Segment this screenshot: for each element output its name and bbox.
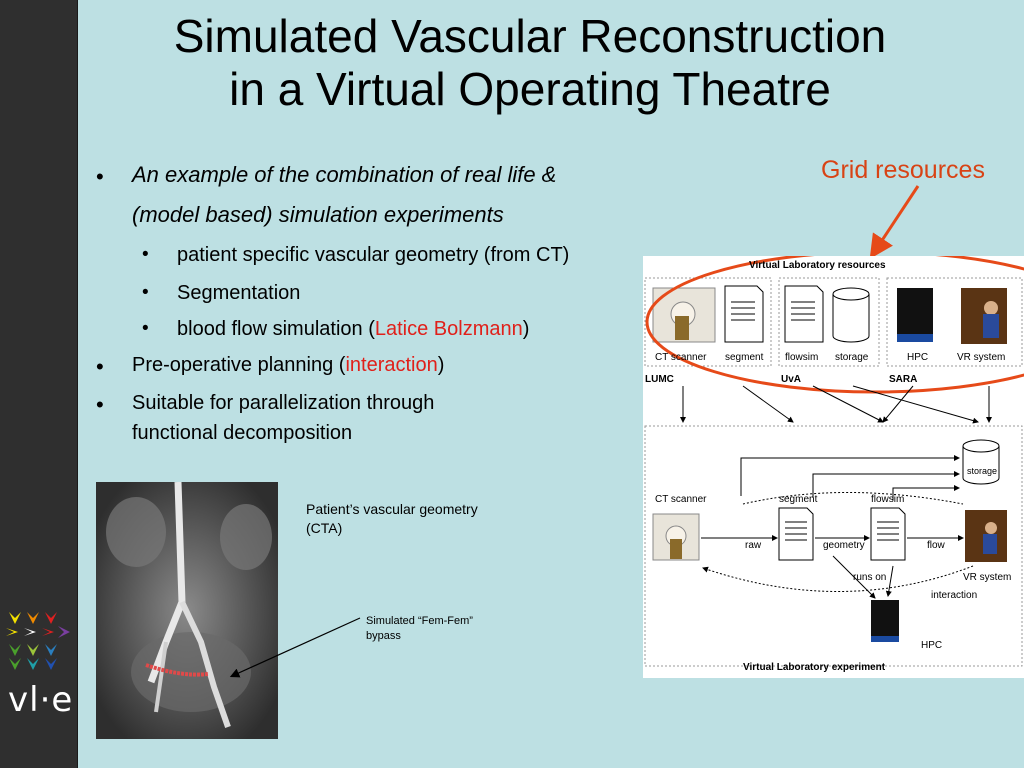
title-line-1: Simulated Vascular Reconstruction [173, 10, 887, 62]
title-line-2: in a Virtual Operating Theatre [229, 63, 831, 115]
virtual-lab-diagram: Virtual Laboratory resources CT scanner … [643, 256, 1024, 678]
exp-flowsim-label: flowsim [871, 494, 905, 505]
sub-bullet-marker: • [142, 318, 149, 339]
flow-label: flow [927, 540, 945, 551]
sidebar: vl·e [0, 0, 78, 768]
sub-bullet-1: patient specific vascular geometry (from… [177, 244, 570, 266]
exp-storage-label: storage [967, 466, 998, 476]
sub-bullet-3-post: ) [522, 318, 530, 340]
bypass-caption-line-1: Simulated “Fem-Fem” [366, 615, 473, 627]
bullet-2-pre: Pre-operative planning ( [132, 354, 346, 376]
storage-label: storage [835, 352, 869, 363]
experiment-title: Virtual Laboratory experiment [743, 662, 886, 673]
exp-segment-label: segment [779, 494, 818, 505]
logo-stars-icon [6, 612, 70, 670]
exp-ct-scanner-label: CT scanner [655, 494, 707, 505]
bypass-caption: Simulated “Fem-Fem” bypass [366, 614, 473, 644]
geometry-caption-line-1: Patient’s vascular geometry [306, 501, 478, 517]
geometry-caption: Patient’s vascular geometry (CTA) [306, 500, 478, 538]
bullet-marker: • [96, 392, 104, 417]
sub-bullet-2: Segmentation [177, 282, 301, 304]
bullet-3-line-2: functional decomposition [132, 422, 353, 444]
bullet-2: Pre-operative planning (interaction) [132, 354, 444, 377]
bullet-3-line-1: Suitable for parallelization through [132, 392, 435, 414]
exp-hpc-label: HPC [921, 640, 943, 651]
bullet-marker: • [96, 354, 104, 379]
bullet-1-line-1: An example of the combination of real li… [132, 162, 557, 187]
flowsim-label: flowsim [785, 352, 819, 363]
grid-resources-label: Grid resources [821, 156, 985, 184]
runs-on-label: runs on [853, 572, 887, 583]
uva-label: UvA [781, 374, 802, 385]
raw-label: raw [745, 540, 762, 551]
grid-resources-arrow [869, 185, 920, 260]
sara-label: SARA [889, 374, 918, 385]
bullet-2-red: interaction [345, 354, 438, 376]
logo-text: vl·e [8, 680, 74, 720]
cta-image [96, 482, 278, 739]
interaction-label: interaction [931, 590, 978, 601]
bullet-2-post: ) [437, 354, 445, 376]
bullet-1-line-2: (model based) simulation experiments [132, 202, 504, 227]
geometry-label: geometry [823, 540, 865, 551]
ct-scanner-label: CT scanner [655, 352, 707, 363]
sub-bullet-3: blood flow simulation (Latice Bolzmann) [177, 318, 529, 341]
sub-bullet-marker: • [142, 282, 149, 303]
resources-title: Virtual Laboratory resources [749, 260, 886, 271]
slide-title: Simulated Vascular Reconstruction in a V… [100, 10, 960, 116]
sub-bullet-3-red: Latice Bolzmann [374, 318, 523, 340]
bullet-marker: • [96, 164, 104, 189]
bypass-caption-line-2: bypass [366, 630, 401, 642]
hpc-label: HPC [907, 352, 929, 363]
exp-vr-system-label: VR system [963, 572, 1012, 583]
bypass-arrow [229, 617, 361, 678]
segment-label: segment [725, 352, 764, 363]
vr-system-label: VR system [957, 352, 1006, 363]
diagram-lines [644, 256, 1024, 667]
geometry-caption-line-2: (CTA) [306, 520, 343, 536]
sub-bullet-marker: • [142, 244, 149, 265]
cta-image-drawing [96, 482, 278, 739]
lumc-label: LUMC [645, 374, 674, 385]
sub-bullet-3-pre: blood flow simulation ( [177, 318, 375, 340]
